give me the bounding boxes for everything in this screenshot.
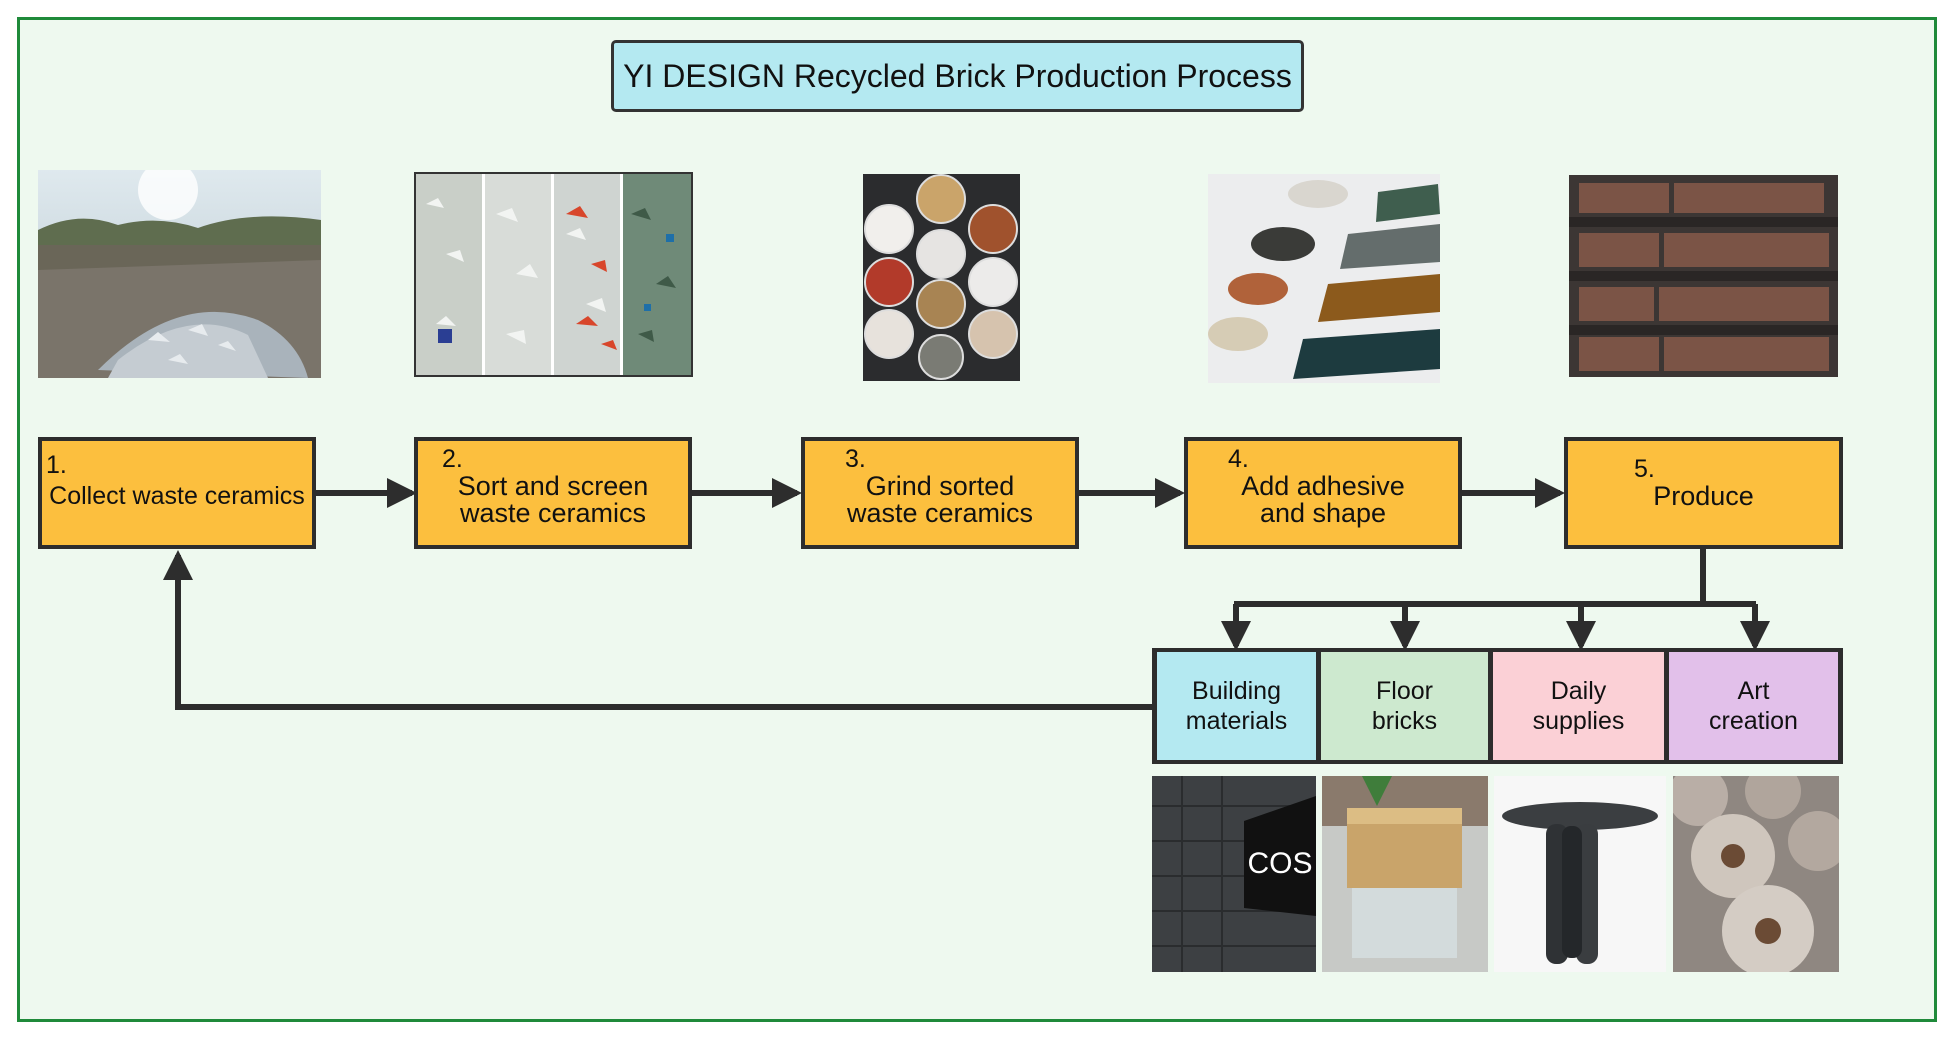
step-number: 4. <box>1228 445 1249 473</box>
step-grind: 3. Grind sorted waste ceramics <box>801 437 1079 549</box>
feedback-loop-arrow <box>163 550 1152 710</box>
step-number: 1. <box>46 451 67 479</box>
photo-art-pieces <box>1673 776 1839 972</box>
step-number: 3. <box>845 445 866 473</box>
photo-aggregate-samples <box>1208 174 1440 383</box>
photo-building-facade: COS <box>1152 776 1316 972</box>
step-collect: 1. Collect waste ceramics <box>38 437 316 549</box>
photo-sorted-ceramics <box>414 172 693 377</box>
photo-side-table <box>1494 776 1666 972</box>
step-label: Add adhesive and shape <box>1241 471 1405 528</box>
category-building-materials: Building materials <box>1157 652 1316 760</box>
title-text: YI DESIGN Recycled Brick Production Proc… <box>623 57 1292 94</box>
photo-waste-ceramics-pile <box>38 170 321 378</box>
category-daily-supplies: Daily supplies <box>1493 652 1664 760</box>
step-number: 5. <box>1634 455 1655 483</box>
step-produce: 5. Produce <box>1564 437 1843 549</box>
step-label: Sort and screen waste ceramics <box>457 471 649 528</box>
step-label: Collect waste ceramics <box>49 482 305 510</box>
step-label: Grind sorted waste ceramics <box>846 471 1034 528</box>
photo-ground-aggregates <box>863 174 1020 381</box>
photo-recycled-bricks <box>1569 175 1838 377</box>
step-add-adhesive: 4. Add adhesive and shape <box>1184 437 1462 549</box>
photo-floor-brick <box>1322 776 1488 972</box>
step-sort: 2. Sort and screen waste ceramics <box>414 437 692 549</box>
diagram-title: YI DESIGN Recycled Brick Production Proc… <box>611 40 1304 112</box>
sign-text: COS <box>1247 847 1312 880</box>
category-art-creation: Art creation <box>1669 652 1838 760</box>
connector-produce-branch <box>1234 549 1756 607</box>
category-floor-bricks: Floor bricks <box>1321 652 1488 760</box>
step-label: Produce <box>1653 481 1754 511</box>
step-number: 2. <box>442 445 463 473</box>
